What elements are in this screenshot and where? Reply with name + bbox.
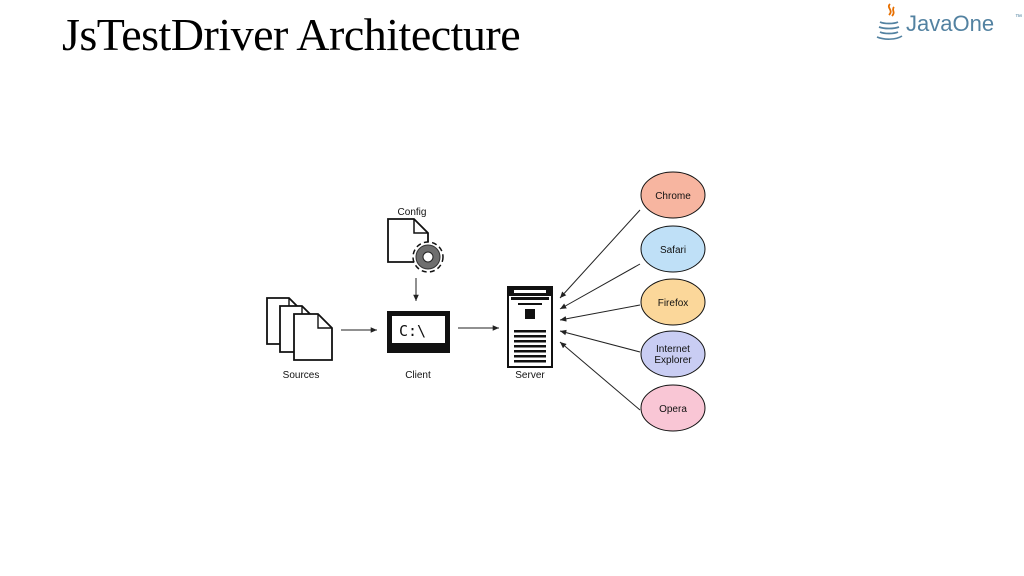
browser-bubble bbox=[640, 330, 706, 378]
terminal-screen bbox=[392, 316, 445, 343]
sources-label: Sources bbox=[283, 370, 320, 381]
browser-label: Chrome bbox=[655, 191, 691, 202]
slide-title: JsTestDriver Architecture bbox=[62, 9, 521, 60]
logo-trademark: ™ bbox=[1015, 14, 1022, 21]
client-prompt: C:\ bbox=[399, 322, 426, 340]
browser-bubble bbox=[640, 384, 706, 432]
server-label: Server bbox=[515, 370, 545, 381]
browser-bubble bbox=[640, 278, 706, 326]
browser-label: Firefox bbox=[658, 298, 689, 309]
chrome-to-server-arrow bbox=[559, 209, 641, 299]
browser-opera: Opera bbox=[640, 384, 706, 432]
browser-label: Opera bbox=[659, 404, 687, 415]
gear-icon bbox=[412, 241, 444, 273]
client-label: Client bbox=[405, 370, 431, 381]
browser-chrome: Chrome bbox=[640, 171, 706, 219]
document-icon bbox=[293, 313, 333, 361]
browser-safari: Safari bbox=[640, 225, 706, 273]
server-node: Server bbox=[507, 286, 553, 381]
browser-bubble bbox=[640, 225, 706, 273]
browser-bubble bbox=[640, 171, 706, 219]
config-label: Config bbox=[398, 207, 427, 218]
server-icon bbox=[507, 286, 553, 368]
firefox-to-server-arrow bbox=[559, 304, 641, 322]
opera-to-server-arrow bbox=[559, 341, 641, 411]
browser-firefox: Firefox bbox=[640, 278, 706, 326]
client-node: C:\ Client bbox=[387, 311, 450, 381]
browser-label: Internet bbox=[656, 344, 690, 355]
java-cup-icon bbox=[876, 3, 903, 40]
browser-label-line2: Explorer bbox=[654, 355, 692, 366]
safari-to-server-arrow bbox=[559, 263, 641, 310]
logo-brand-text: JavaOne bbox=[906, 11, 995, 36]
javaone-logo: JavaOne ™ bbox=[874, 2, 1022, 42]
sources-node: Sources bbox=[266, 297, 333, 381]
browser-internet-explorer: Internet Explorer bbox=[640, 330, 706, 378]
config-node: Config bbox=[387, 207, 444, 273]
ie-to-server-arrow bbox=[559, 329, 641, 353]
browser-label: Safari bbox=[660, 245, 686, 256]
